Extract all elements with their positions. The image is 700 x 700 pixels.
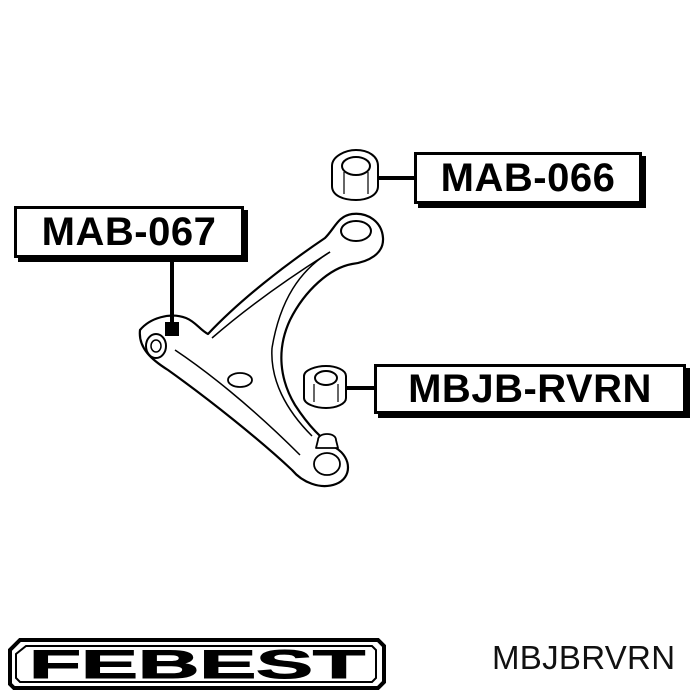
part-number: MBJBRVRN xyxy=(492,639,676,676)
control-arm xyxy=(138,212,385,488)
upper-bushing-part xyxy=(331,148,379,202)
rear-bushing-part xyxy=(303,364,347,410)
leader-marker-067 xyxy=(165,322,179,336)
febest-logo: FEBEST xyxy=(8,638,386,690)
label-mbjb-rvrn: MBJB-RVRN xyxy=(374,364,686,414)
label-mab-066: MAB-066 xyxy=(414,152,642,204)
leader-lines xyxy=(170,176,416,390)
label-mab-067: MAB-067 xyxy=(14,206,244,258)
logo-wordmark: FEBEST xyxy=(29,643,365,687)
